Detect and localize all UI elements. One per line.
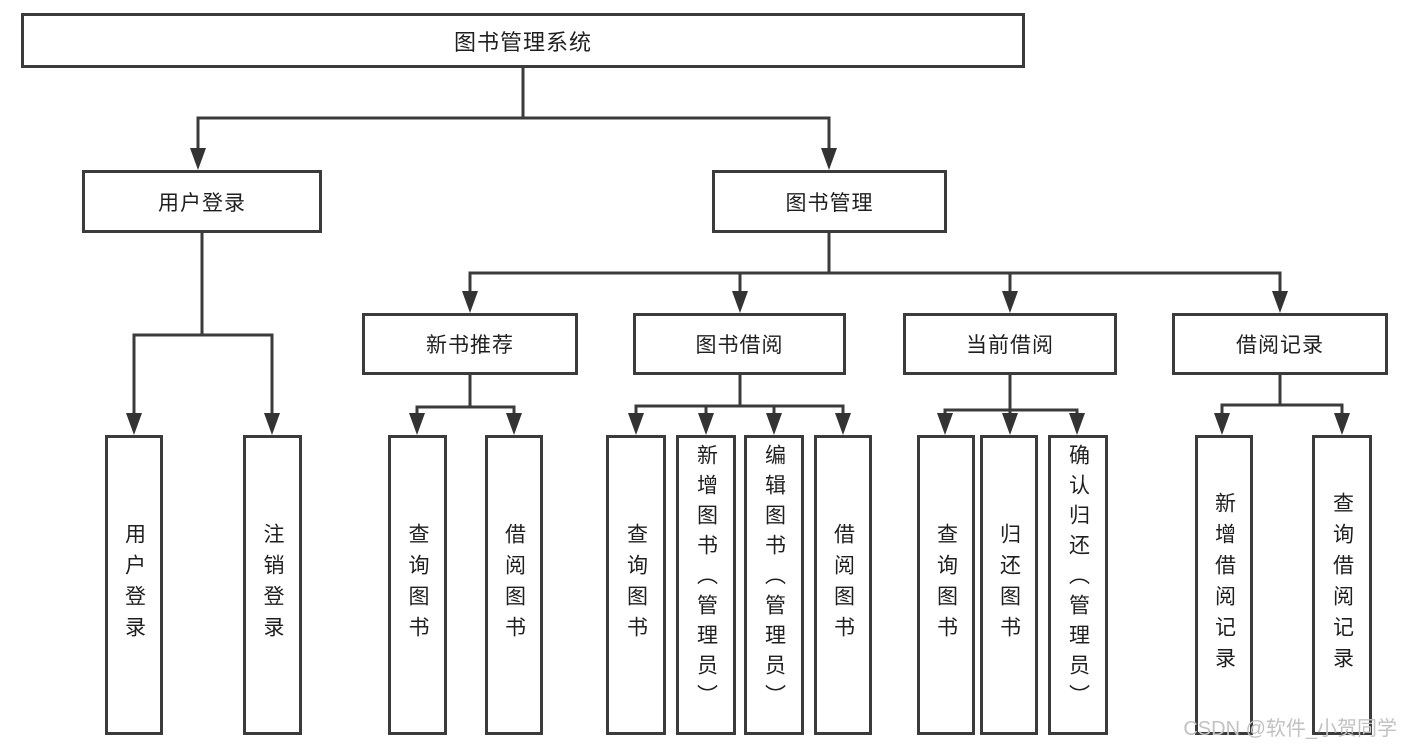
leaf-confirm-return-admin-label: 确认归还（管理员） bbox=[1066, 444, 1090, 714]
node-borrow-record: 借阅记录 bbox=[1172, 313, 1388, 375]
node-book-borrow-label: 图书借阅 bbox=[695, 334, 784, 357]
leaf-query-borrow-record: 查询借阅记录 bbox=[1312, 435, 1372, 735]
node-current-borrow-label: 当前借阅 bbox=[966, 334, 1054, 357]
leaf-confirm-return-admin: 确认归还（管理员） bbox=[1048, 435, 1108, 735]
leaf-user-login-label: 用户登录 bbox=[122, 523, 146, 647]
leaf-query-book-current: 查询图书 bbox=[917, 435, 975, 735]
node-user-login: 用户登录 bbox=[82, 170, 322, 233]
leaf-add-borrow-record: 新增借阅记录 bbox=[1195, 435, 1253, 735]
leaf-return-book: 归还图书 bbox=[980, 435, 1038, 735]
node-current-borrow: 当前借阅 bbox=[903, 313, 1117, 375]
leaf-logout-label: 注销登录 bbox=[261, 523, 284, 647]
leaf-query-book-recommend-label: 查询图书 bbox=[406, 523, 429, 647]
leaf-user-login: 用户登录 bbox=[105, 435, 163, 735]
node-new-book-recommend: 新书推荐 bbox=[362, 313, 578, 375]
node-root-label: 图书管理系统 bbox=[453, 29, 592, 55]
leaf-query-book-recommend: 查询图书 bbox=[388, 435, 447, 735]
leaf-add-book-admin-label: 新增图书（管理员） bbox=[694, 444, 718, 714]
leaf-query-book-borrow: 查询图书 bbox=[606, 435, 666, 735]
leaf-logout: 注销登录 bbox=[243, 435, 302, 735]
node-root: 图书管理系统 bbox=[21, 13, 1025, 68]
leaf-add-book-admin: 新增图书（管理员） bbox=[676, 435, 736, 735]
leaf-borrow-book-recommend: 借阅图书 bbox=[485, 435, 543, 735]
node-book-management-label: 图书管理 bbox=[785, 191, 874, 215]
leaf-borrow-book-label: 借阅图书 bbox=[831, 523, 855, 647]
leaf-query-book-current-label: 查询图书 bbox=[934, 523, 958, 647]
leaf-borrow-book-recommend-label: 借阅图书 bbox=[502, 523, 526, 647]
leaf-return-book-label: 归还图书 bbox=[997, 523, 1021, 647]
node-book-borrow: 图书借阅 bbox=[633, 313, 846, 375]
leaf-edit-book-admin: 编辑图书（管理员） bbox=[744, 435, 804, 735]
node-book-management: 图书管理 bbox=[712, 170, 947, 233]
node-borrow-record-label: 借阅记录 bbox=[1236, 334, 1324, 357]
leaf-borrow-book: 借阅图书 bbox=[814, 435, 872, 735]
leaf-query-book-borrow-label: 查询图书 bbox=[624, 523, 648, 647]
leaf-edit-book-admin-label: 编辑图书（管理员） bbox=[762, 444, 786, 714]
watermark: CSDN @软件_小贺同学 bbox=[1183, 718, 1397, 740]
leaf-add-borrow-record-label: 新增借阅记录 bbox=[1212, 492, 1236, 678]
node-new-book-recommend-label: 新书推荐 bbox=[426, 334, 514, 357]
node-user-login-label: 用户登录 bbox=[158, 191, 246, 215]
leaf-query-borrow-record-label: 查询借阅记录 bbox=[1330, 492, 1354, 678]
